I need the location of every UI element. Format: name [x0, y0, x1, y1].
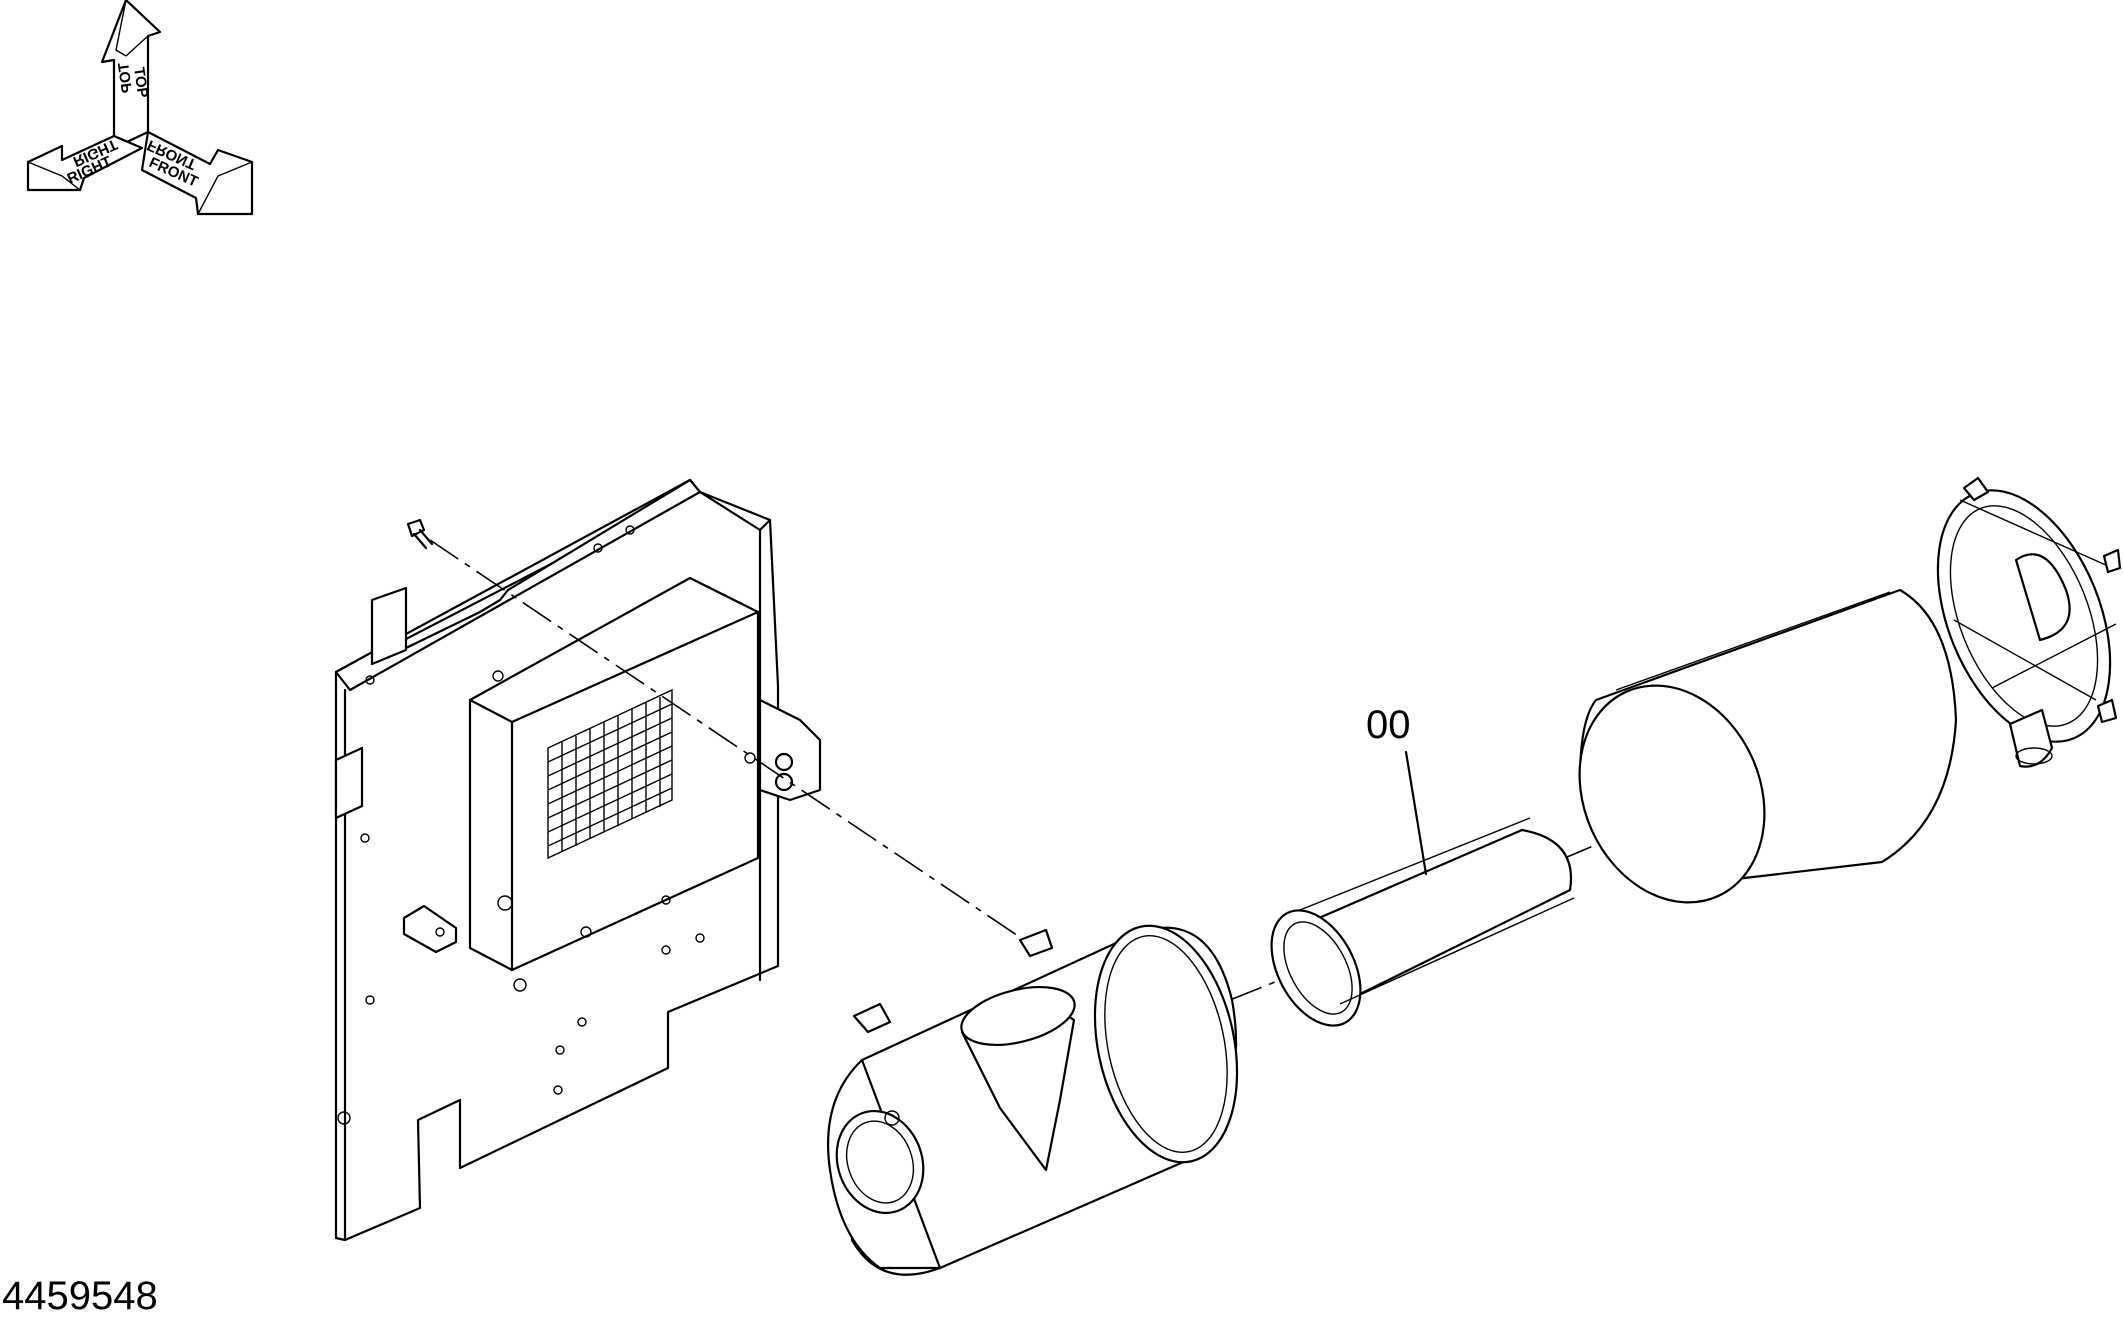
mounting-bracket-panel	[334, 478, 822, 1242]
callout-number: 00	[1366, 703, 1411, 747]
part-callout: 00	[1366, 703, 1428, 876]
bolt	[406, 518, 434, 550]
top-label-mirrored: TOP	[115, 61, 136, 94]
right-arrow-icon	[26, 134, 144, 192]
orientation-indicator: TOP TOP RIGHT RIGHT FRONT FRONT	[26, 0, 254, 216]
main-filter-element	[1578, 588, 1958, 904]
front-arrow-icon	[140, 130, 254, 216]
top-arrow-icon	[100, 0, 162, 150]
vent-grille	[547, 688, 673, 860]
bolt-centerline	[429, 539, 1031, 945]
top-label: TOP	[130, 66, 151, 99]
air-cleaner-cover	[1936, 476, 2122, 768]
drawing-number: 4459548	[2, 1274, 158, 1318]
air-cleaner-housing	[827, 924, 1239, 1276]
safety-filter-element	[1270, 817, 1575, 1027]
callout-leader-line	[1404, 750, 1428, 876]
